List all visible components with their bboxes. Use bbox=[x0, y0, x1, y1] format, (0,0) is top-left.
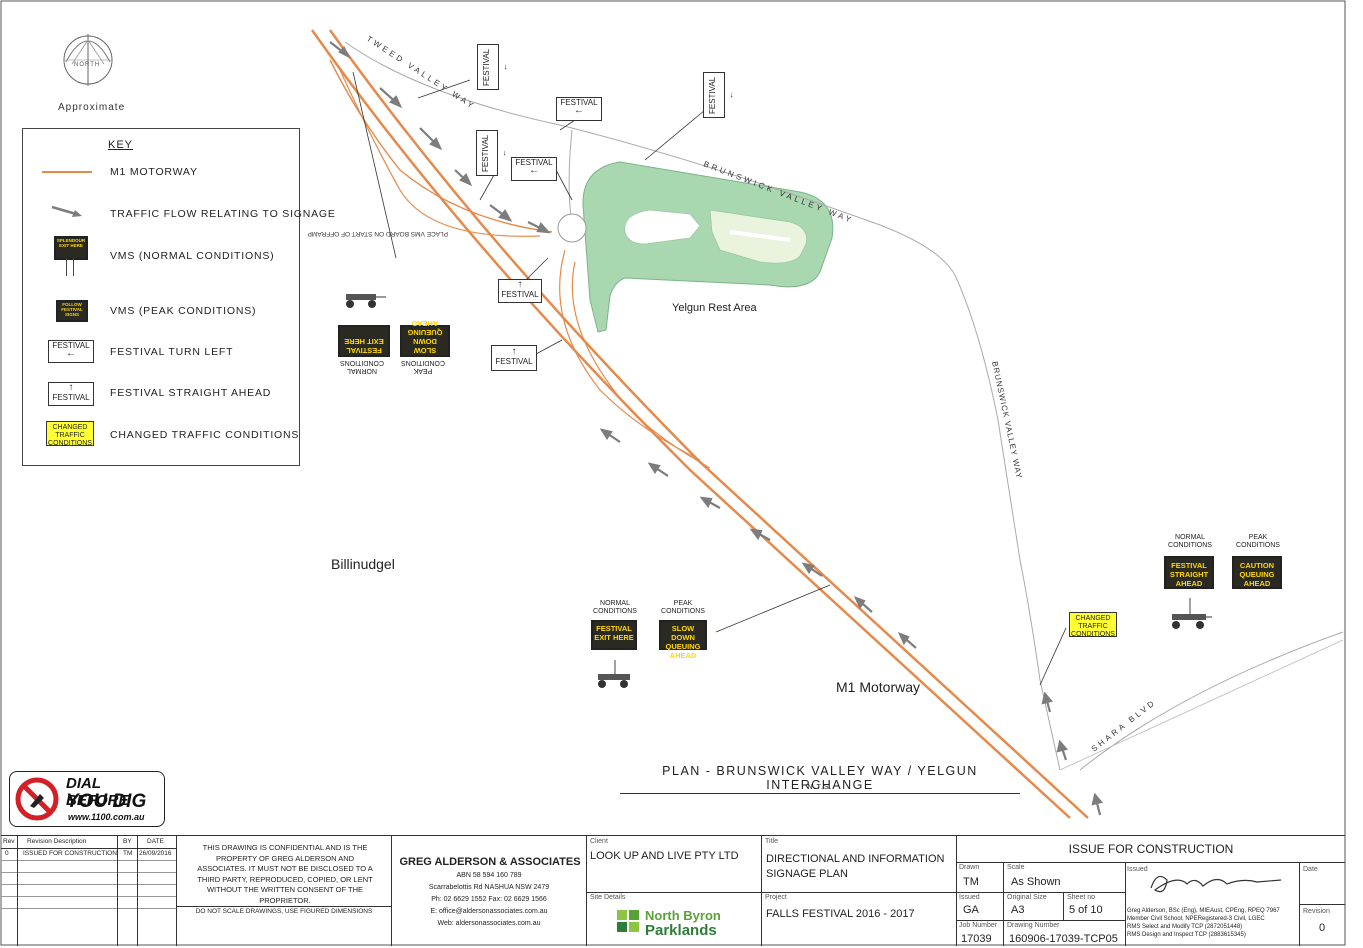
title-block: Rev Revision Description BY DATE 0 ISSUE… bbox=[1, 835, 1345, 947]
vms-right-normal: FESTIVAL STRAIGHT AHEAD bbox=[1164, 556, 1214, 589]
key-vms-peak-sample: FOLLOW FESTIVAL SIGNS bbox=[56, 300, 88, 322]
vms-upper-normal: FESTIVAL EXIT HERE bbox=[338, 325, 390, 357]
key-legend bbox=[22, 128, 300, 466]
plan-title: PLAN - BRUNSWICK VALLEY WAY / YELGUN INT… bbox=[620, 764, 1020, 794]
vms-lower-peak: SLOW DOWN QUEUING AHEAD bbox=[659, 620, 707, 660]
key-flow-arrow-icon bbox=[51, 205, 82, 217]
client-name: LOOK UP AND LIVE PTY LTD bbox=[590, 850, 739, 862]
festival-sign-3: FESTIVAL ← bbox=[703, 72, 735, 118]
vms-right-normal-caption: NORMAL CONDITIONS bbox=[1168, 534, 1212, 549]
vms-lower-normal-caption: NORMAL CONDITIONS bbox=[593, 600, 637, 615]
road-brunswick-valley-way bbox=[344, 41, 1061, 771]
signature-image bbox=[1150, 875, 1282, 893]
dial-url: www.1100.com.au bbox=[68, 812, 145, 822]
no-scale-note: DO NOT SCALE DRAWINGS, USE FIGURED DIMEN… bbox=[195, 908, 373, 915]
site-logo-line1: North Byron bbox=[645, 908, 721, 923]
festival-sign-1: FESTIVAL ← bbox=[477, 44, 509, 90]
north-byron-parklands-logo-icon bbox=[617, 910, 639, 932]
no-digging-icon bbox=[14, 776, 60, 822]
vms-upper-normal-caption: NORMAL CONDITIONS bbox=[340, 359, 384, 374]
original-size: A3 bbox=[1011, 904, 1025, 916]
vms-upper-peak: SLOW DOWN QUEUING AHEAD bbox=[400, 319, 450, 357]
key-vms-normal-label: VMS (NORMAL CONDITIONS) bbox=[110, 250, 275, 262]
rest-area-shape bbox=[582, 161, 834, 333]
left-arrow-icon: ← bbox=[66, 348, 76, 359]
vms-trailer-upper-icon bbox=[340, 286, 386, 310]
shara-blvd-label: SHARA BLVD bbox=[1090, 697, 1158, 753]
key-vms-peak-label: VMS (PEAK CONDITIONS) bbox=[110, 305, 257, 317]
compass-north-label: NORTH bbox=[74, 62, 101, 68]
festival-sign-2: FESTIVAL← bbox=[556, 97, 602, 121]
revision-number: 0 bbox=[1319, 922, 1326, 934]
rev-row-rev: 0 bbox=[5, 850, 9, 857]
drawing-number: 160906-17039-TCP05 bbox=[1009, 933, 1118, 945]
key-m1-label: M1 MOTORWAY bbox=[110, 166, 198, 178]
key-turn-left-label: FESTIVAL TURN LEFT bbox=[110, 346, 234, 358]
confidential-notice: THIS DRAWING IS CONFIDENTIAL AND IS THE … bbox=[197, 843, 373, 905]
site-logo-line2: Parklands bbox=[645, 922, 717, 939]
issued-by: GA bbox=[963, 904, 979, 916]
brunswick-valley-way-side-label: BRUNSWICK VALLEY WAY bbox=[990, 361, 1024, 480]
plan-scale: N.T.S. bbox=[807, 784, 833, 791]
vms-trailer-right-icon bbox=[1166, 598, 1214, 632]
rev-row-desc: ISSUED FOR CONSTRUCTION bbox=[23, 850, 117, 857]
rest-area-label: Yelgun Rest Area bbox=[672, 302, 757, 314]
billinudgel-label: Billinudgel bbox=[331, 556, 395, 572]
key-ctc-sample: CHANGED TRAFFIC CONDITIONS bbox=[46, 421, 94, 447]
key-vms-trailer-icon bbox=[66, 258, 74, 276]
vms-right-peak-caption: PEAK CONDITIONS bbox=[1236, 534, 1280, 549]
m1-motorway bbox=[310, 29, 1089, 819]
company-name: GREG ALDERSON & ASSOCIATES bbox=[399, 856, 581, 868]
ctc-sign-map: CHANGED TRAFFIC CONDITIONS bbox=[1069, 612, 1117, 638]
rev-row-by: TM bbox=[123, 850, 133, 857]
key-straight-sign: ↑ FESTIVAL bbox=[48, 382, 94, 406]
m1-motorway-label: M1 Motorway bbox=[836, 679, 921, 695]
key-straight-label: FESTIVAL STRAIGHT AHEAD bbox=[110, 387, 272, 399]
key-turn-left-sign: FESTIVAL ← bbox=[48, 340, 94, 363]
scale-value: As Shown bbox=[1011, 876, 1061, 888]
dial-line1: DIAL BEFORE bbox=[66, 775, 129, 809]
dial-before-you-dig-logo: DIAL BEFORE YOU DIG www.1100.com.au bbox=[9, 771, 165, 827]
job-number: 17039 bbox=[961, 933, 992, 945]
road-shara-blvd bbox=[1079, 631, 1344, 771]
festival-sign-7: ↑FESTIVAL bbox=[491, 345, 537, 371]
revision-table: Rev Revision Description BY DATE 0 ISSUE… bbox=[1, 836, 177, 946]
up-arrow-icon: ↑ bbox=[68, 382, 74, 393]
offramp-note: PLACE VMS BOARD ON START OF OFFRAMP bbox=[308, 230, 449, 237]
traffic-flow-arrows bbox=[329, 41, 1103, 816]
festival-sign-4: FESTIVAL ← bbox=[476, 130, 508, 176]
vms-trailer-lower-icon bbox=[592, 660, 638, 690]
company-block: GREG ALDERSON & ASSOCIATES ABN 58 594 16… bbox=[392, 836, 587, 946]
key-m1-swatch bbox=[42, 171, 92, 173]
festival-sign-6: ↑FESTIVAL bbox=[498, 279, 542, 303]
roundabout bbox=[557, 213, 587, 243]
drawing-title: DIRECTIONAL AND INFORMATION SIGNAGE PLAN bbox=[766, 853, 945, 880]
project-name: FALLS FESTIVAL 2016 - 2017 bbox=[766, 908, 915, 920]
vms-upper-peak-caption: PEAK CONDITIONS bbox=[401, 359, 445, 374]
key-title: KEY bbox=[108, 139, 134, 151]
rev-row-date: 26/09/2016 bbox=[139, 850, 172, 857]
issue-status: ISSUE FOR CONSTRUCTION bbox=[1068, 842, 1234, 856]
sheet-number: 5 of 10 bbox=[1069, 904, 1103, 916]
engineer-credentials: Greg Alderson, BSc (Eng), MIEAust, CPEng… bbox=[1127, 908, 1280, 938]
festival-sign-5: FESTIVAL← bbox=[511, 157, 557, 181]
compass-approximate-label: Approximate bbox=[58, 102, 126, 113]
north-arrow-icon bbox=[63, 34, 113, 86]
key-vms-normal-sample: SPLENDOUR EXIT HERE bbox=[54, 236, 88, 260]
vms-right-peak: CAUTION QUEUING AHEAD bbox=[1232, 556, 1282, 589]
vms-lower-peak-caption: PEAK CONDITIONS bbox=[661, 600, 705, 615]
key-flow-label: TRAFFIC FLOW RELATING TO SIGNAGE bbox=[110, 208, 336, 220]
dial-line2: YOU DIG bbox=[66, 791, 147, 812]
key-ctc-label: CHANGED TRAFFIC CONDITIONS bbox=[110, 429, 300, 441]
drawn-by: TM bbox=[963, 876, 979, 888]
vms-lower-normal: FESTIVAL EXIT HERE bbox=[591, 620, 637, 650]
